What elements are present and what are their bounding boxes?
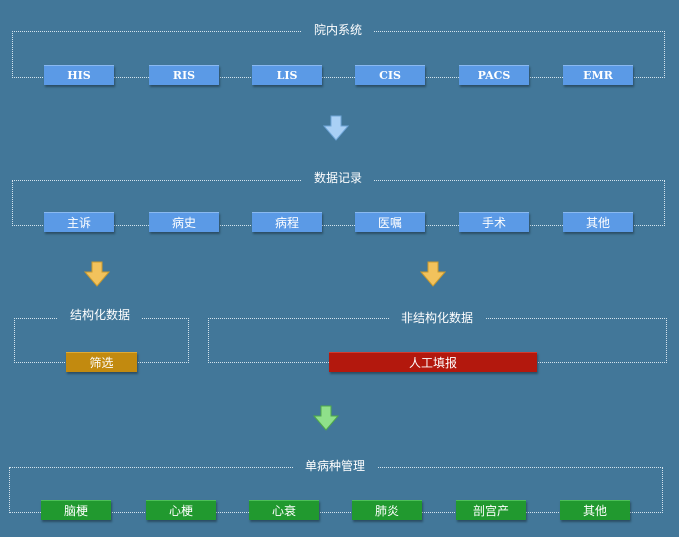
structured-data-title: 结构化数据 [58,307,143,323]
disease-heart-failure[interactable]: 心衰 [249,500,319,520]
arrow-down-icon [313,405,339,431]
arrow-down-icon [323,115,349,141]
arrow-down-icon [84,261,110,287]
disease-cesarean[interactable]: 剖宫产 [456,500,526,520]
record-orders[interactable]: 医嘱 [355,212,425,232]
record-other[interactable]: 其他 [563,212,633,232]
filter-button[interactable]: 筛选 [66,352,137,372]
record-history[interactable]: 病史 [149,212,219,232]
record-surgery[interactable]: 手术 [459,212,529,232]
system-his[interactable]: HIS [44,65,114,85]
system-cis[interactable]: CIS [355,65,425,85]
disease-other[interactable]: 其他 [560,500,630,520]
system-pacs[interactable]: PACS [459,65,529,85]
hospital-systems-title: 院内系统 [302,22,375,38]
disease-cerebral-infarction[interactable]: 脑梗 [41,500,111,520]
system-ris[interactable]: RIS [149,65,219,85]
disease-management-title: 单病种管理 [293,458,378,474]
data-records-title: 数据记录 [302,170,375,186]
record-course[interactable]: 病程 [252,212,322,232]
system-lis[interactable]: LIS [252,65,322,85]
arrow-down-icon [420,261,446,287]
manual-entry-button[interactable]: 人工填报 [329,352,537,372]
disease-myocardial-infarction[interactable]: 心梗 [146,500,216,520]
system-emr[interactable]: EMR [563,65,633,85]
disease-pneumonia[interactable]: 肺炎 [352,500,422,520]
unstructured-data-title: 非结构化数据 [389,310,486,326]
record-chief-complaint[interactable]: 主诉 [44,212,114,232]
